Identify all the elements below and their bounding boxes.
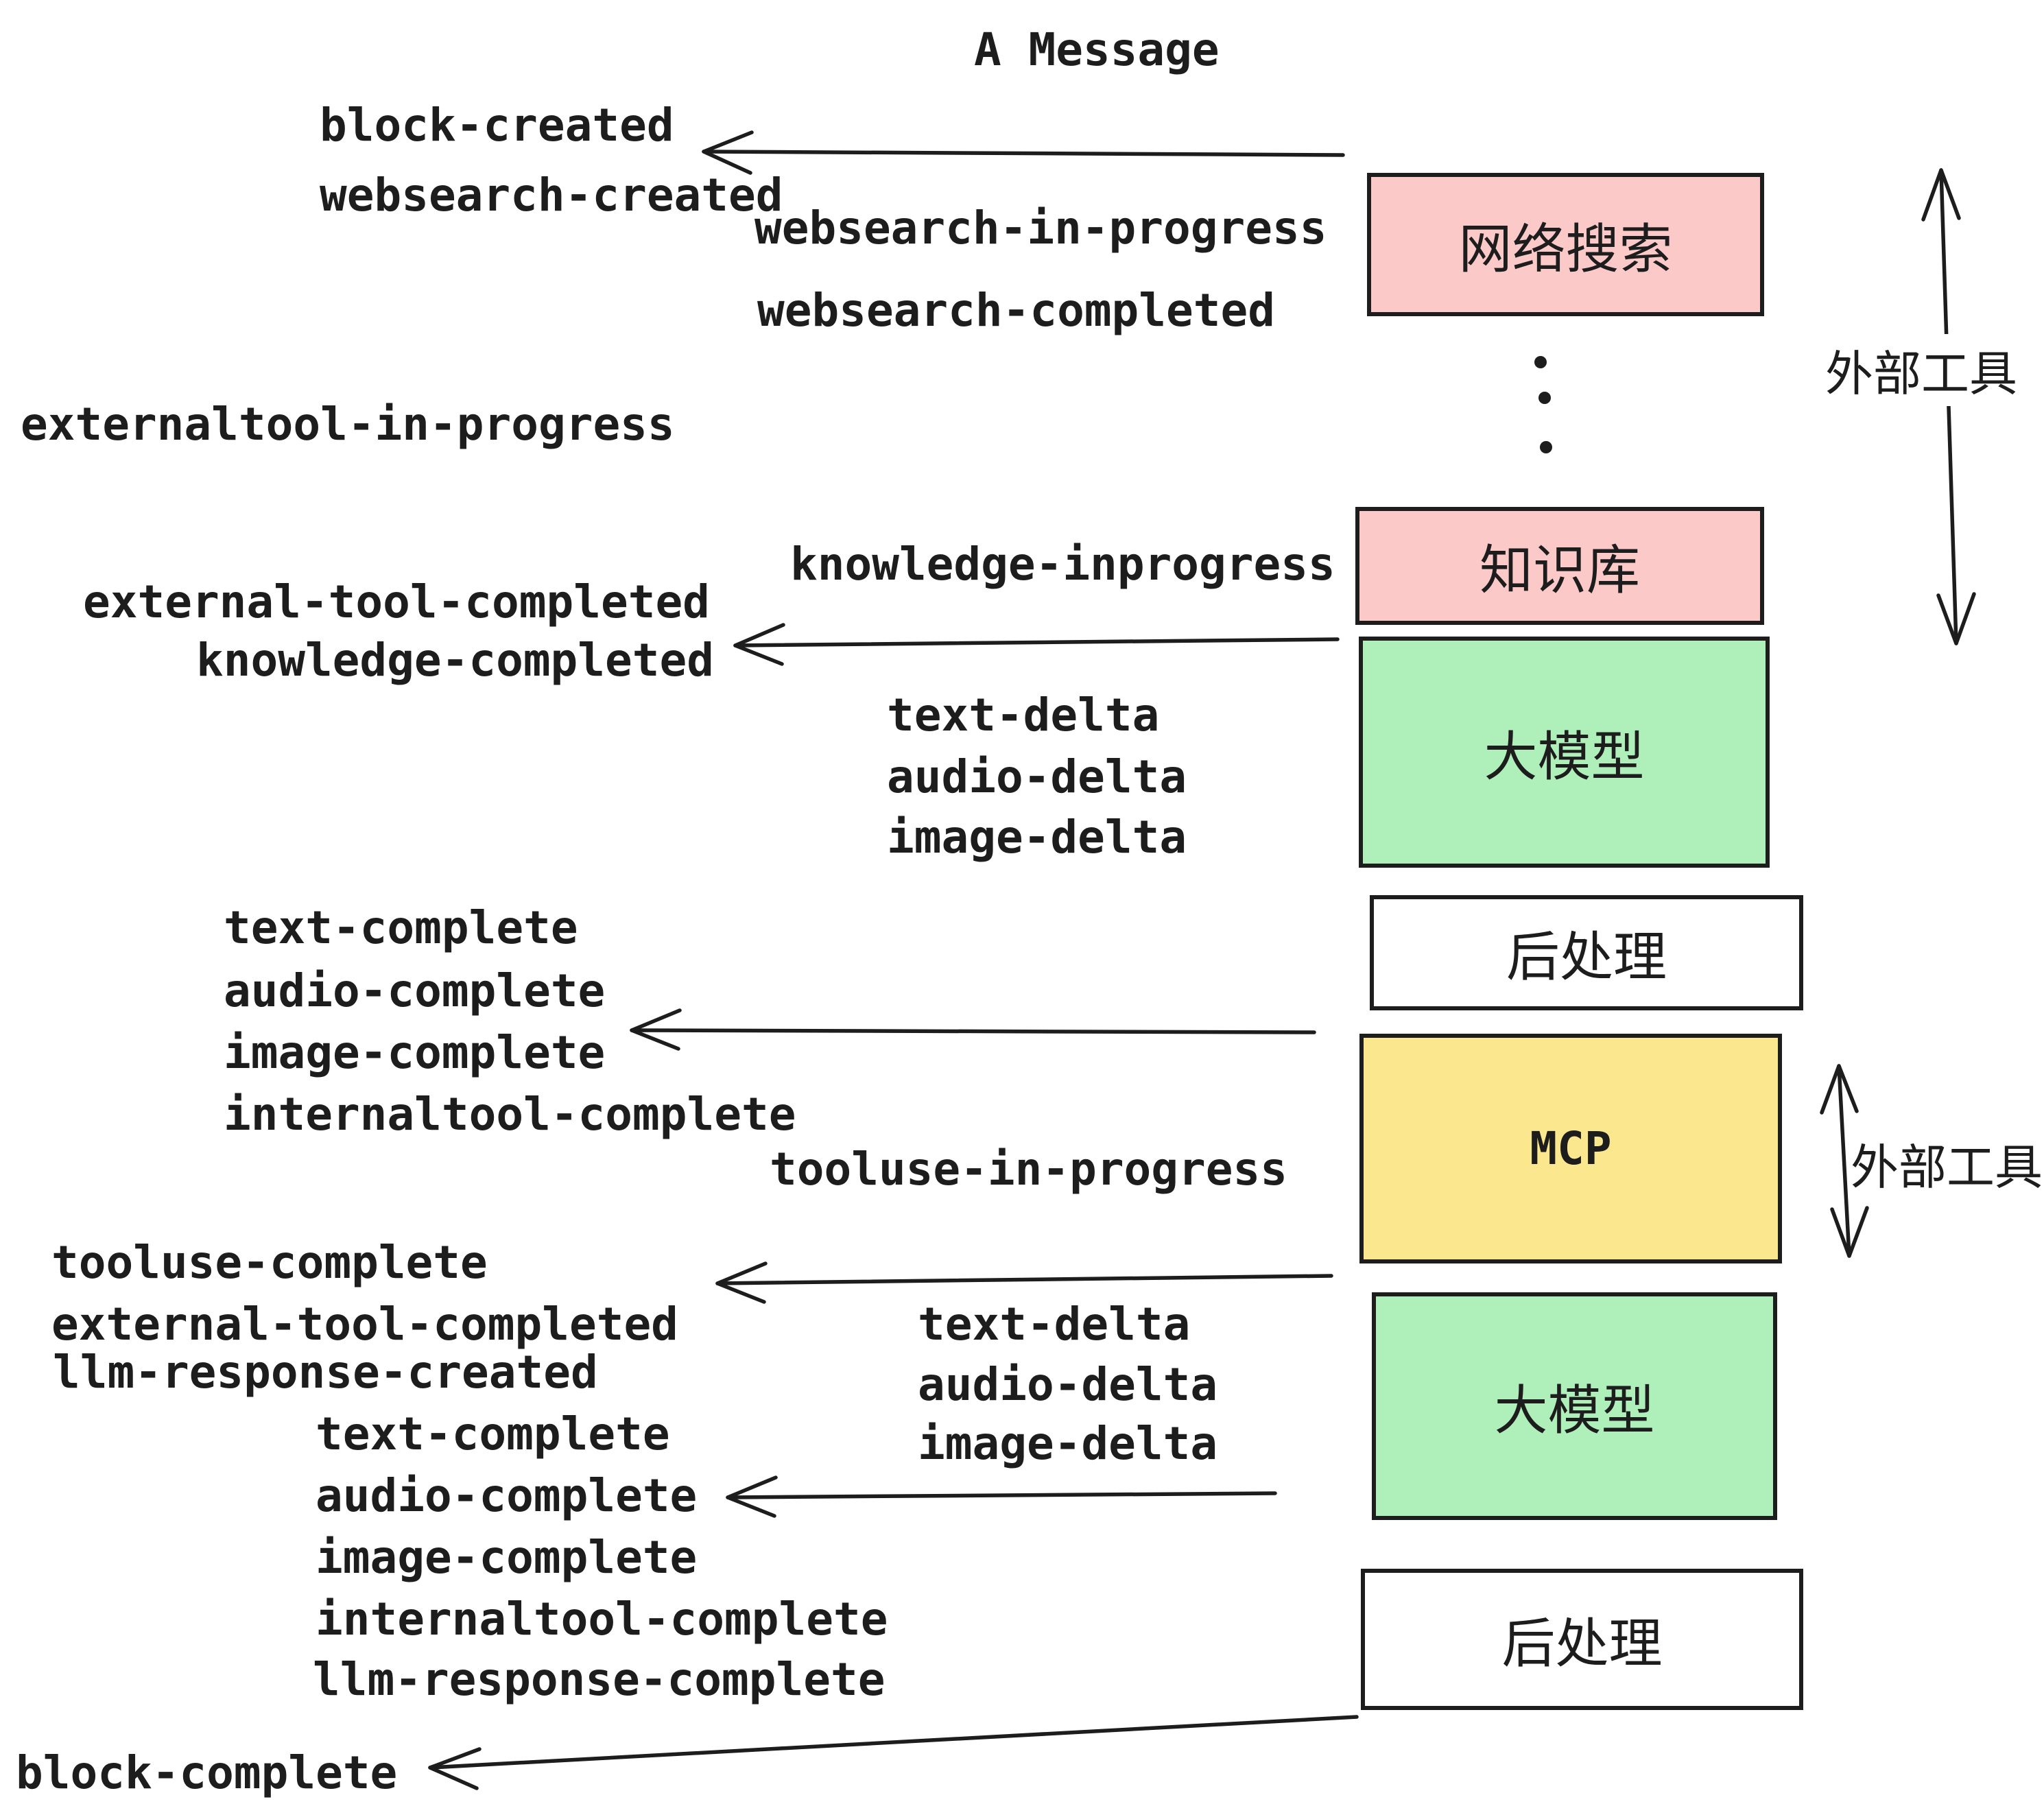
event-label-internaltool-complete-1: internaltool-complete [224,1088,796,1141]
diagram-title: A Message [974,23,1220,76]
side-annotation-external-tools-mcp: 外部工具 [1851,1139,2043,1196]
event-label-internaltool-complete-2: internaltool-complete [316,1593,888,1646]
arrow-block-created [702,130,1345,175]
event-label-block-created: block-created [320,99,674,152]
event-label-audio-delta-2: audio-delta [918,1358,1218,1411]
box-mcp: MCP [1359,1034,1782,1263]
double-arrow-external-tool-top [1921,168,1976,645]
event-label-externaltool-in-progress: externaltool-in-progress [21,398,675,451]
arrow-knowledge-completed [733,623,1340,666]
event-label-tooluse-in-progress: tooluse-in-progress [770,1143,1287,1196]
event-label-knowledge-completed: knowledge-completed [196,634,714,687]
box-postprocess-1: 后处理 [1370,895,1803,1010]
arrow-block-complete [428,1715,1359,1790]
event-label-image-delta-1: image-delta [887,811,1187,864]
box-knowledge: 知识库 [1355,507,1764,625]
box-websearch: 网络搜索 [1367,173,1764,316]
arrow-audio-complete [726,1475,1277,1518]
event-label-text-complete-1: text-complete [224,901,578,954]
event-label-websearch-completed: websearch-completed [757,284,1275,337]
event-label-audio-complete-1: audio-complete [224,964,606,1017]
event-label-knowledge-inprogress: knowledge-inprogress [790,538,1335,591]
event-label-image-delta-2: image-delta [918,1417,1218,1470]
event-label-audio-complete-2: audio-complete [316,1469,698,1522]
event-label-audio-delta-1: audio-delta [887,750,1187,803]
event-label-block-complete: block-complete [16,1746,398,1799]
arrow-tooluse-complete [715,1261,1333,1304]
box-postprocess-2: 后处理 [1361,1569,1803,1710]
event-label-tooluse-complete: tooluse-complete [51,1236,488,1289]
side-annotation-external-tools-top: 外部工具 [1821,334,2021,406]
event-label-llm-response-created: llm-response-created [53,1346,598,1399]
box-llm-2: 大模型 [1372,1292,1777,1520]
event-label-image-complete-2: image-complete [316,1531,698,1584]
event-label-llm-response-complete: llm-response-complete [313,1653,886,1706]
event-label-external-tool-completed: external-tool-completed [83,575,710,628]
event-label-external-tool-completed-2: external-tool-completed [51,1298,678,1351]
event-label-websearch-in-progress: websearch-in-progress [754,202,1327,254]
event-label-text-delta-2: text-delta [918,1298,1191,1351]
event-label-text-complete-2: text-complete [316,1408,670,1460]
double-arrow-external-tool-mcp [1820,1064,1869,1258]
event-label-image-complete-1: image-complete [224,1026,606,1079]
ellipsis-dots [1534,356,1552,453]
event-label-text-delta-1: text-delta [887,689,1160,741]
box-llm-1: 大模型 [1359,637,1770,868]
event-label-websearch-created: websearch-created [320,169,783,222]
arrow-image-complete [630,1008,1316,1051]
